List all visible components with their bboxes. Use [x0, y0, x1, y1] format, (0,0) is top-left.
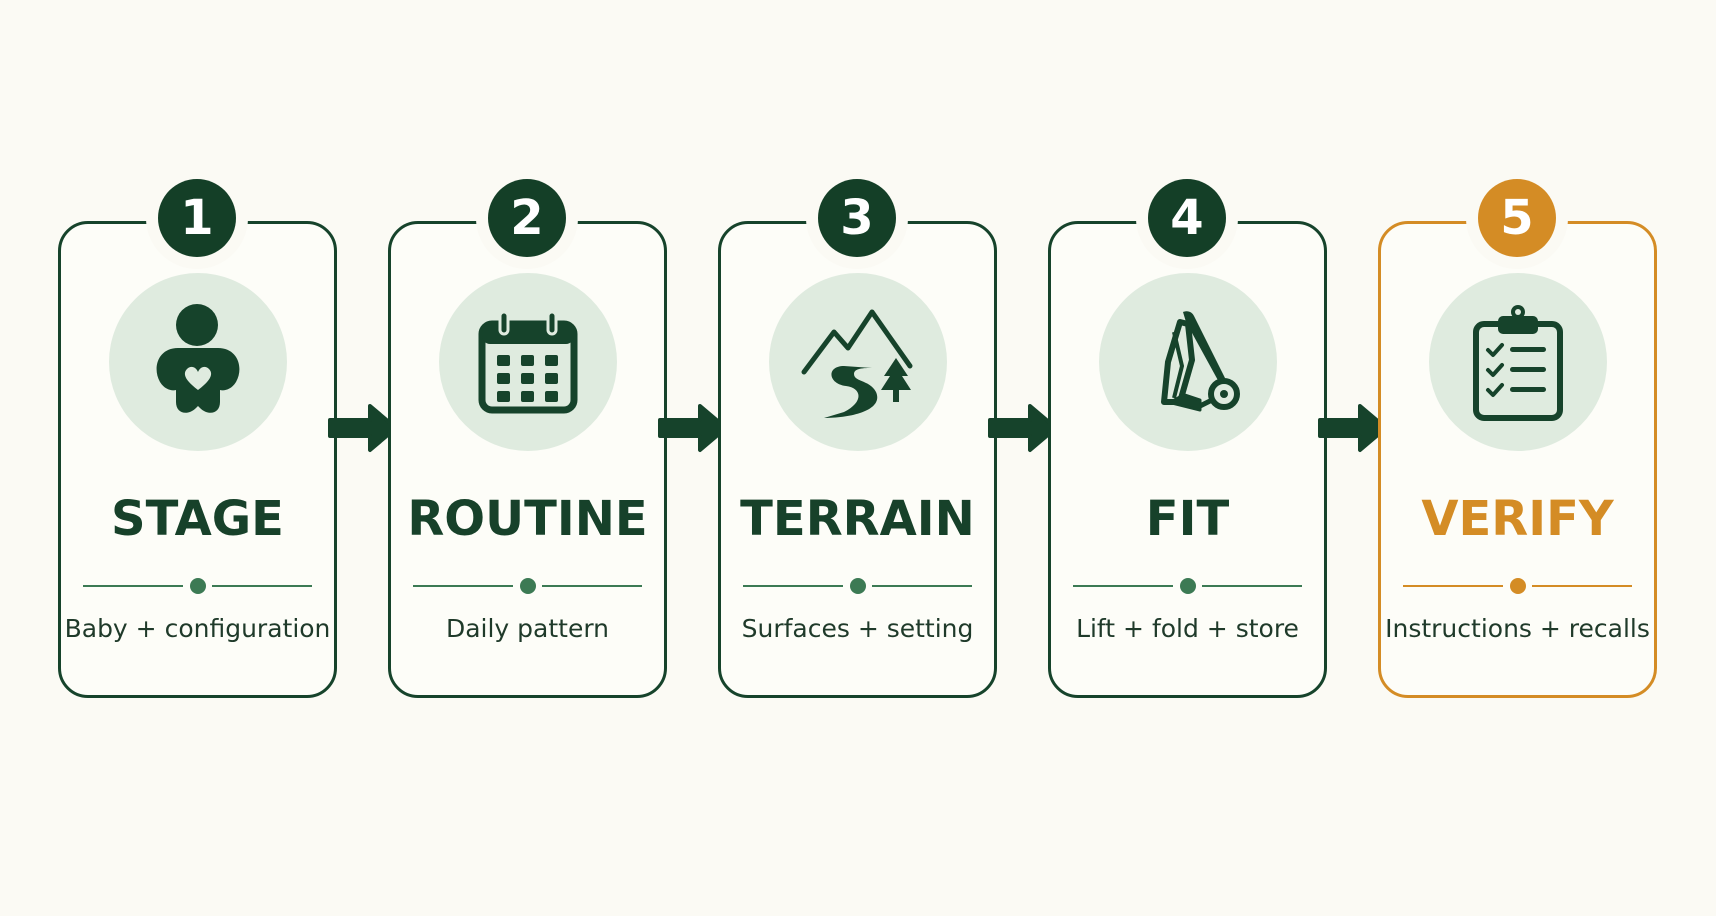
step-title: TERRAIN	[740, 491, 975, 547]
icon-circle	[1428, 273, 1607, 451]
step-title: FIT	[1145, 491, 1230, 547]
step-number-badge: 4	[1148, 179, 1226, 257]
step-title: ROUTINE	[407, 491, 648, 547]
step-subtitle: Lift + fold + store	[1076, 614, 1299, 643]
icon-circle	[1098, 273, 1277, 451]
mountain-road-icon	[801, 309, 912, 418]
arrow-right-icon	[658, 404, 728, 452]
step-number-badge: 3	[818, 179, 896, 257]
baby-heart-icon	[156, 304, 239, 413]
step-card-fit: FIT Lift + fold + store	[1048, 221, 1327, 698]
icon-circle	[438, 273, 617, 451]
arrow-right-icon	[328, 404, 398, 452]
icon-circle	[768, 273, 947, 451]
step-number-badge: 5	[1478, 179, 1556, 257]
step-card-terrain: TERRAIN Surfaces + setting	[718, 221, 997, 698]
step-subtitle: Daily pattern	[445, 614, 610, 643]
divider	[1403, 578, 1632, 594]
step-subtitle: Instructions + recalls	[1385, 614, 1650, 643]
folded-stroller-icon	[1160, 311, 1240, 412]
clipboard-checklist-icon	[1472, 305, 1563, 421]
divider	[1073, 578, 1302, 594]
calendar-icon	[478, 310, 577, 414]
arrow-right-icon	[988, 404, 1058, 452]
step-title: VERIFY	[1421, 491, 1614, 547]
arrow-right-icon	[1318, 404, 1388, 452]
icon-circle	[108, 273, 287, 451]
step-card-verify: VERIFY Instructions + recalls	[1378, 221, 1657, 698]
step-title: STAGE	[111, 491, 284, 547]
divider	[743, 578, 972, 594]
step-card-stage: STAGE Baby + configuration	[58, 221, 337, 698]
step-subtitle: Surfaces + setting	[741, 614, 974, 643]
divider	[413, 578, 642, 594]
step-subtitle: Baby + configuration	[64, 614, 331, 643]
step-card-routine: ROUTINE Daily pattern	[388, 221, 667, 698]
divider	[83, 578, 312, 594]
step-number-badge: 2	[488, 179, 566, 257]
step-number-badge: 1	[158, 179, 236, 257]
